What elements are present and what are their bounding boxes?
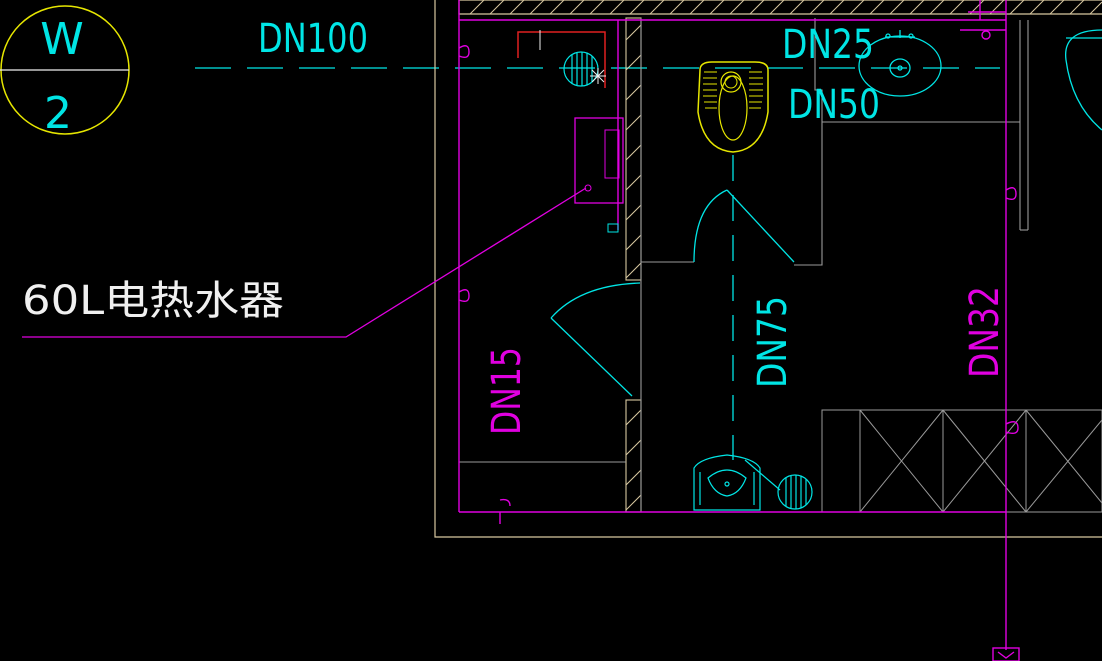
edge-fixture-arc [1065,29,1102,131]
valve-star-icon [590,68,606,84]
pipe-hook-1 [458,289,470,303]
water-heater-label: 60L电热水器 [22,278,284,324]
pipe-label-dn75: DN75 [750,296,796,388]
pipe-hook-2 [458,45,470,59]
water-supply-pipes [458,0,1020,661]
washbasin-icon [858,30,942,97]
axis-marker: W 2 [0,5,130,139]
pipe-label-dn50: DN50 [788,82,880,128]
riser-base [992,647,1020,661]
pipe-hook-5 [1005,421,1019,435]
pipe-label-dn100: DN100 [258,16,368,62]
hot-water-pipe [517,31,606,88]
squat-toilet-icon [697,61,769,153]
door-arc-left [550,282,641,319]
outer-wall-line [434,0,1102,538]
riser-circle-bottom [777,474,813,510]
axis-marker-top-label: W [40,14,84,65]
water-heater-panel [604,129,620,179]
toilet-stall-right [794,18,823,266]
axis-marker-bottom-label: 2 [44,88,72,139]
door-leaf-left [550,317,633,397]
pipe-label-dn25: DN25 [782,22,874,68]
pipe-hook-4 [1005,187,1017,201]
urinal-icon [693,454,761,511]
door-swing-icon [550,189,795,397]
water-heater-body [574,117,624,204]
drain-pipe-dn100: DN100 [195,16,1000,69]
pipe-label-dn15: DN15 [484,347,530,435]
heater-leader-line [22,187,587,338]
floor-drain-icon [744,459,813,510]
toilet-outline [697,61,769,153]
pipe-hook-3 [499,498,511,524]
pipe-label-dn32: DN32 [962,286,1008,378]
door-arc-stall [693,189,728,263]
door-leaf-stall [726,189,795,263]
